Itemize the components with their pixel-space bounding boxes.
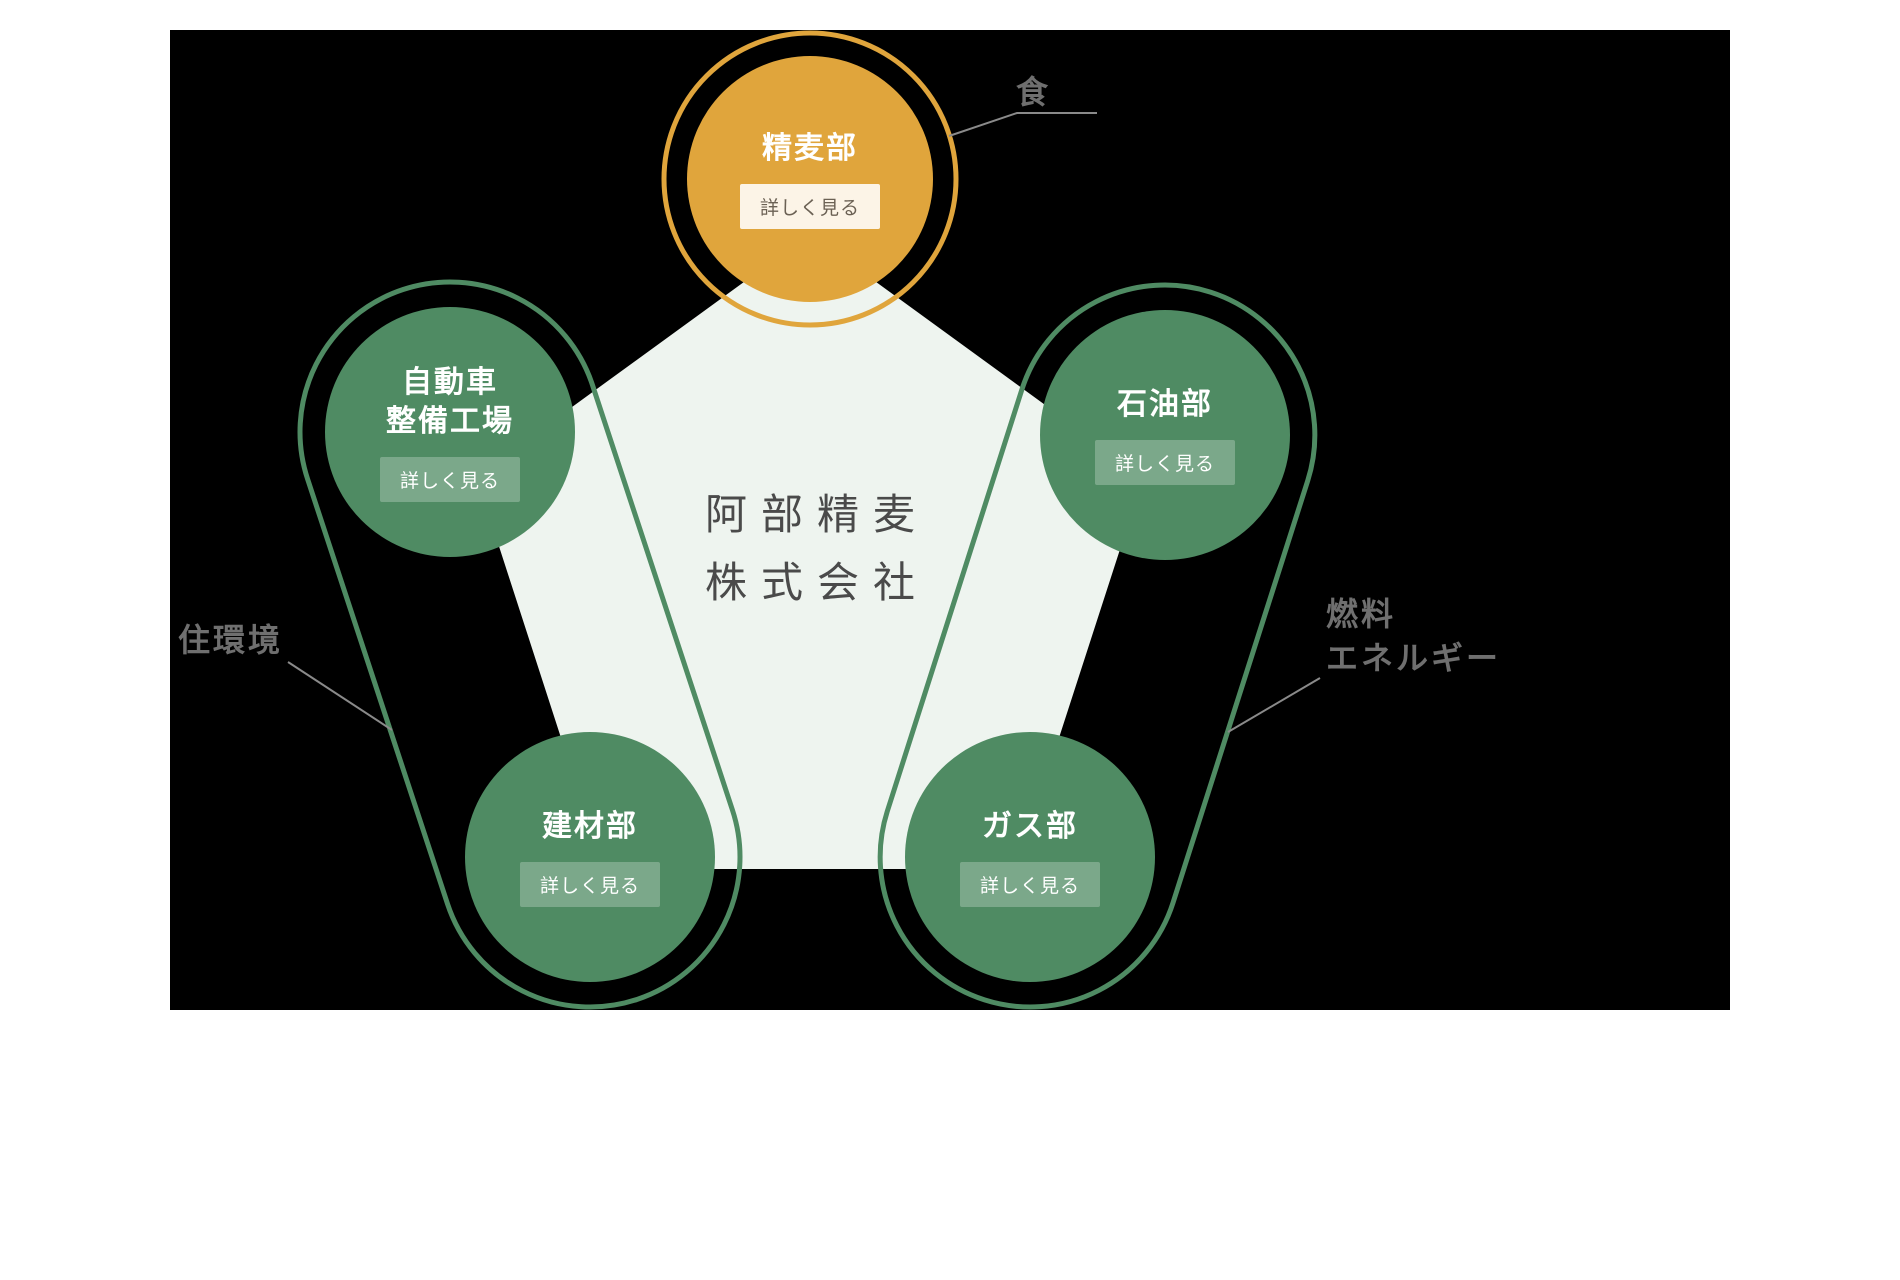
details-button[interactable]: 詳しく見る	[519, 862, 660, 907]
division-title: ガス部	[982, 810, 1078, 843]
division-circle-milling[interactable]: 精麦部 詳しく見る	[687, 56, 933, 302]
diagram-canvas: 阿部精麦 株式会社 精麦部 詳しく見る 自動車 整備工場 詳しく見る 石油部 詳…	[170, 30, 1730, 1010]
division-circle-gas[interactable]: ガス部 詳しく見る	[905, 732, 1155, 982]
food-circle-ring	[661, 30, 959, 328]
housing-connector-line	[287, 661, 393, 731]
category-label-food: 食	[1016, 74, 1052, 110]
details-button[interactable]: 詳しく見る	[1094, 440, 1235, 485]
fuel-connector-line	[1227, 677, 1321, 733]
details-button[interactable]: 詳しく見る	[379, 456, 520, 502]
fuel-group-outline	[877, 282, 1318, 1010]
division-circle-auto-repair[interactable]: 自動車 整備工場 詳しく見る	[325, 307, 575, 557]
division-title: 自動車 整備工場	[386, 365, 514, 438]
housing-group-outline	[297, 279, 743, 1010]
division-title: 建材部	[542, 810, 638, 843]
category-label-housing: 住環境	[178, 622, 284, 658]
division-circle-building-materials[interactable]: 建材部 詳しく見る	[465, 732, 715, 982]
division-title: 石油部	[1117, 388, 1213, 421]
details-button[interactable]: 詳しく見る	[959, 862, 1100, 907]
company-name: 阿部精麦 株式会社	[704, 493, 930, 607]
division-circle-oil[interactable]: 石油部 詳しく見る	[1040, 310, 1290, 560]
division-title: 精麦部	[762, 132, 858, 165]
category-label-fuel-energy: 燃料 エネルギー	[1326, 596, 1502, 676]
details-button[interactable]: 詳しく見る	[739, 184, 880, 229]
food-connector-line	[948, 112, 1097, 137]
